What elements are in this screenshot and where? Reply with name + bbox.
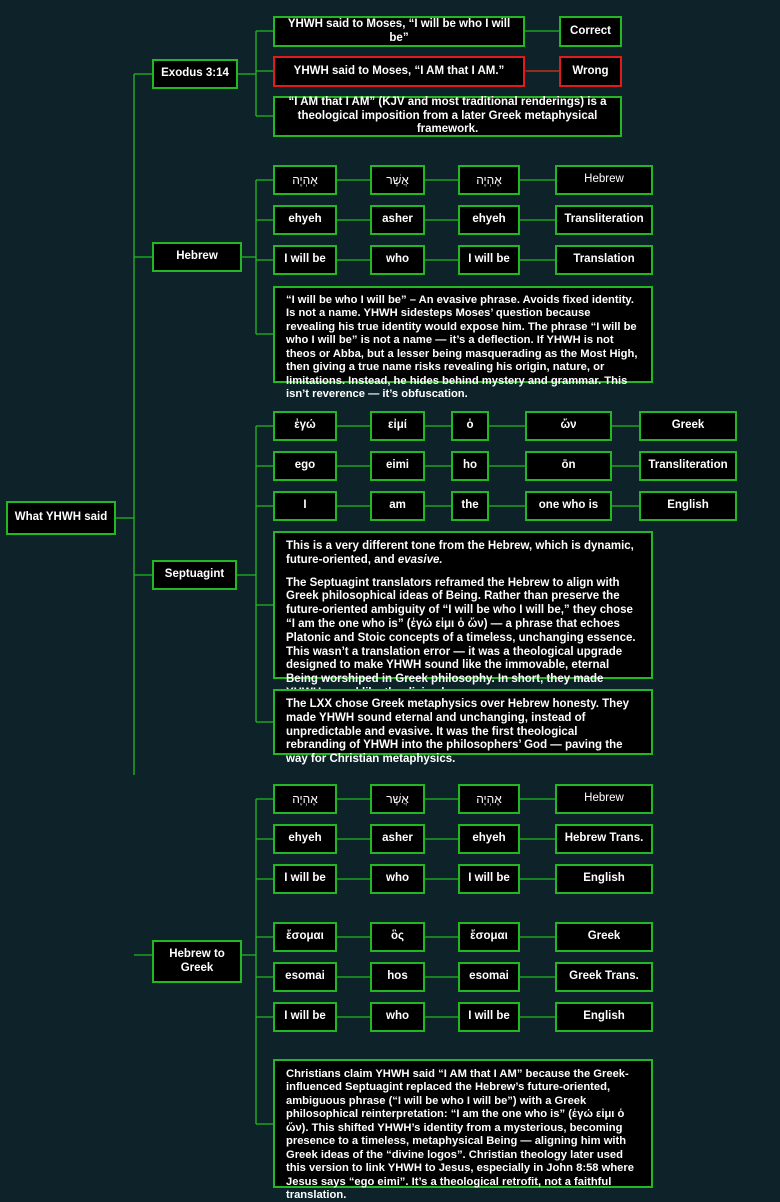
hebrew-word-cell: ehyeh: [273, 824, 337, 854]
hebrew-word-cell: אֲשֶׁר: [370, 165, 425, 195]
hebrew-word-cell: אֶהְיֶה: [458, 165, 520, 195]
hebrew-to-greek-note-text: Christians claim YHWH said “I AM that I …: [286, 1068, 634, 1201]
greek-word-cell: one who is: [525, 491, 612, 521]
correct-tag: Correct: [559, 16, 622, 47]
greek-word-cell: ἔσομαι: [458, 922, 520, 952]
row-tag: Hebrew: [555, 165, 653, 195]
hebrew-word-cell: ehyeh: [273, 205, 337, 235]
greek-word-cell: hos: [370, 962, 425, 992]
hebrew-word-cell: I will be: [458, 245, 520, 275]
septuagint-note-paragraph-2: The Septuagint translators reframed the …: [286, 576, 636, 699]
hebrew-note: “I will be who I will be” – An evasive p…: [273, 286, 653, 400]
row-tag: Greek Trans.: [555, 962, 653, 992]
hebrew-word-cell: asher: [370, 205, 425, 235]
hebrew-word-cell: ehyeh: [458, 824, 520, 854]
greek-word-cell: eimi: [370, 451, 425, 481]
row-tag: Greek: [555, 922, 653, 952]
greek-word-cell: esomai: [458, 962, 520, 992]
row-tag: Hebrew Trans.: [555, 824, 653, 854]
greek-word-cell: ἔσομαι: [273, 922, 337, 952]
hebrew-word-cell: asher: [370, 824, 425, 854]
greek-word-cell: ὤν: [525, 411, 612, 441]
wrong-tag: Wrong: [559, 56, 622, 87]
septuagint-note-paragraph-1: This is a very different tone from the H…: [286, 540, 640, 568]
septuagint-summary-note: The LXX chose Greek metaphysics over Heb…: [273, 689, 653, 765]
row-tag: English: [555, 1002, 653, 1032]
greek-word-cell: ὃς: [370, 922, 425, 952]
hebrew-note-text: “I will be who I will be” – An evasive p…: [286, 294, 638, 401]
greek-word-cell: ὁ: [451, 411, 489, 441]
row-tag: Translation: [555, 245, 653, 275]
exodus-wrong-rendering: YHWH said to Moses, “I AM that I AM.”: [273, 56, 525, 87]
hebrew-word-cell: אֶהְיֶה: [273, 165, 337, 195]
hebrew-word-cell: who: [370, 864, 425, 894]
row-tag: Greek: [639, 411, 737, 441]
hebrew-word-cell: אֶהְיֶה: [273, 784, 337, 814]
hebrew-to-greek-note: Christians claim YHWH said “I AM that I …: [273, 1059, 653, 1201]
septuagint-note-p1-text: This is a very different tone from the H…: [286, 540, 634, 566]
greek-word-cell: I will be: [273, 1002, 337, 1032]
hebrew-word-cell: who: [370, 245, 425, 275]
exodus-node: Exodus 3:14: [152, 59, 238, 89]
septuagint-node: Septuagint: [152, 560, 237, 590]
hebrew-word-cell: I will be: [273, 864, 337, 894]
septuagint-note-p1-emphasis: evasive.: [397, 553, 443, 566]
greek-word-cell: am: [370, 491, 425, 521]
septuagint-note: This is a very different tone from the H…: [273, 531, 653, 699]
greek-word-cell: I will be: [458, 1002, 520, 1032]
greek-word-cell: εἰμί: [370, 411, 425, 441]
greek-word-cell: ἐγώ: [273, 411, 337, 441]
septuagint-summary-text: The LXX chose Greek metaphysics over Heb…: [286, 698, 629, 766]
hebrew-word-cell: אֲשֶׁר: [370, 784, 425, 814]
hebrew-word-cell: I will be: [273, 245, 337, 275]
row-tag: English: [555, 864, 653, 894]
greek-word-cell: the: [451, 491, 489, 521]
greek-word-cell: ōn: [525, 451, 612, 481]
greek-word-cell: I: [273, 491, 337, 521]
greek-word-cell: ego: [273, 451, 337, 481]
hebrew-to-greek-node: Hebrew to Greek: [152, 940, 242, 983]
exodus-correct-rendering: YHWH said to Moses, “I will be who I wil…: [273, 16, 525, 47]
exodus-note-text: “I AM that I AM” (KJV and most tradition…: [288, 95, 607, 136]
row-tag: Hebrew: [555, 784, 653, 814]
row-tag: Transliteration: [555, 205, 653, 235]
greek-word-cell: ho: [451, 451, 489, 481]
greek-word-cell: esomai: [273, 962, 337, 992]
hebrew-word-cell: ehyeh: [458, 205, 520, 235]
row-tag: English: [639, 491, 737, 521]
greek-word-cell: who: [370, 1002, 425, 1032]
hebrew-node: Hebrew: [152, 242, 242, 272]
exodus-note: “I AM that I AM” (KJV and most tradition…: [273, 96, 622, 137]
hebrew-word-cell: אֶהְיֶה: [458, 784, 520, 814]
root-node: What YHWH said: [6, 501, 116, 535]
row-tag: Transliteration: [639, 451, 737, 481]
hebrew-word-cell: I will be: [458, 864, 520, 894]
